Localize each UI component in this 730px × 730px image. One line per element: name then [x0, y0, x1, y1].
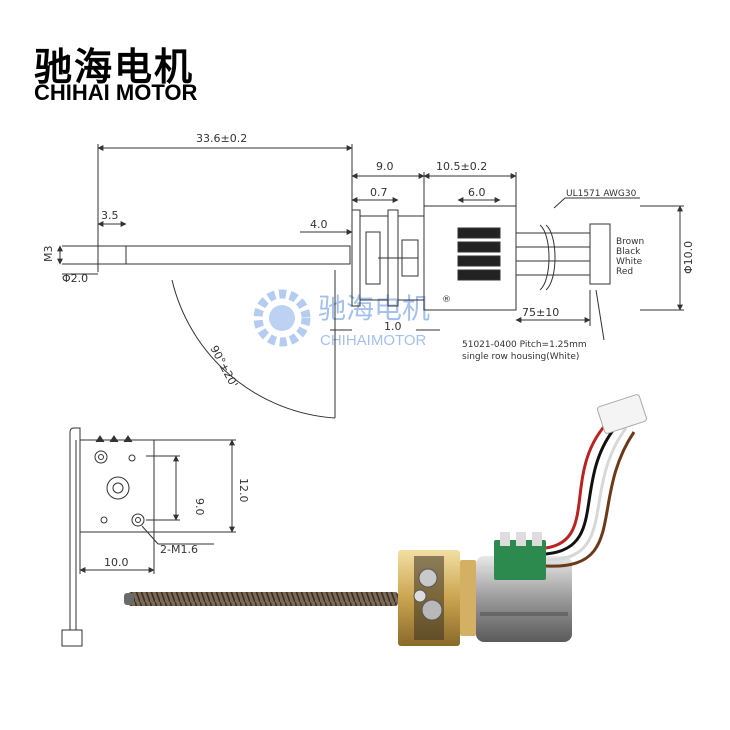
front-view-labels: 9.0 12.0 10.0 2-M1.6	[104, 478, 250, 569]
photo-wire-red	[545, 418, 612, 550]
photo-wire-white	[545, 427, 628, 562]
end-length-dim: 3.5	[101, 209, 119, 222]
overall-length-dim: 33.6±0.2	[196, 132, 247, 145]
watermark-cn: 驰海电机	[318, 292, 430, 325]
thread-dim: M3	[42, 246, 55, 263]
wire-spec-label: UL1571 AWG30	[566, 189, 637, 199]
lead-screw-shaft	[97, 245, 351, 265]
front-view-drawing	[61, 427, 236, 647]
brand-name-en: CHIHAI MOTOR	[34, 80, 198, 105]
gear-logo-icon	[253, 289, 311, 347]
product-photo	[124, 394, 647, 646]
wire-label-brown: Brown	[616, 237, 644, 247]
wire-label-red: Red	[616, 267, 633, 277]
angle-dim: 90°±20'	[207, 343, 240, 389]
connector-note-2: single row housing(White)	[462, 352, 579, 362]
plate-thickness-dim: 0.7	[370, 186, 388, 199]
terminal-pads	[457, 227, 501, 281]
photo-wire-brown	[545, 431, 636, 568]
connector-housing	[589, 223, 611, 285]
side-view-drawing	[57, 144, 684, 419]
photo-lead-screw	[128, 592, 398, 606]
gap-dim: 1.0	[384, 320, 402, 333]
plate-width-dim: 10.0	[104, 556, 129, 569]
cable-length-dim: 75±10	[522, 306, 559, 319]
photo-connector	[597, 394, 647, 434]
hole-spacing-dim: 9.0	[193, 498, 206, 516]
photo-wire-black	[545, 423, 620, 556]
connector-note-1: 51021-0400 Pitch=1.25mm	[462, 340, 587, 350]
brand-name-cn: 驰海电机	[34, 45, 195, 89]
body-diameter-dim: Φ10.0	[682, 241, 695, 274]
connector-width-dim: 6.0	[468, 186, 486, 199]
gearbox-length-dim: 9.0	[376, 160, 394, 173]
plate-height-dim: 12.0	[237, 478, 250, 503]
wire-label-black: Black	[616, 247, 641, 257]
watermark-registered: ®	[442, 295, 451, 305]
end-connector	[61, 629, 83, 647]
motor-body	[423, 205, 517, 311]
mounting-plate	[79, 439, 155, 533]
angle-arc	[171, 279, 336, 419]
side-view-labels: 33.6±0.2 9.0 10.5±0.2 0.7 6.0 3.5 4.0 M3…	[42, 132, 695, 390]
shaft-clearance-dim: 4.0	[310, 218, 328, 231]
lead-wires	[516, 224, 590, 291]
shaft-diameter-dim: Φ2.0	[62, 272, 88, 285]
screw-holes-dim: 2-M1.6	[160, 543, 198, 556]
watermark: 驰海电机 ® CHIHAIMOTOR	[253, 289, 451, 349]
motor-length-dim: 10.5±0.2	[436, 160, 487, 173]
photo-pcb	[494, 540, 546, 580]
wire-label-white: White	[616, 257, 643, 267]
watermark-en: CHIHAIMOTOR	[320, 332, 427, 349]
